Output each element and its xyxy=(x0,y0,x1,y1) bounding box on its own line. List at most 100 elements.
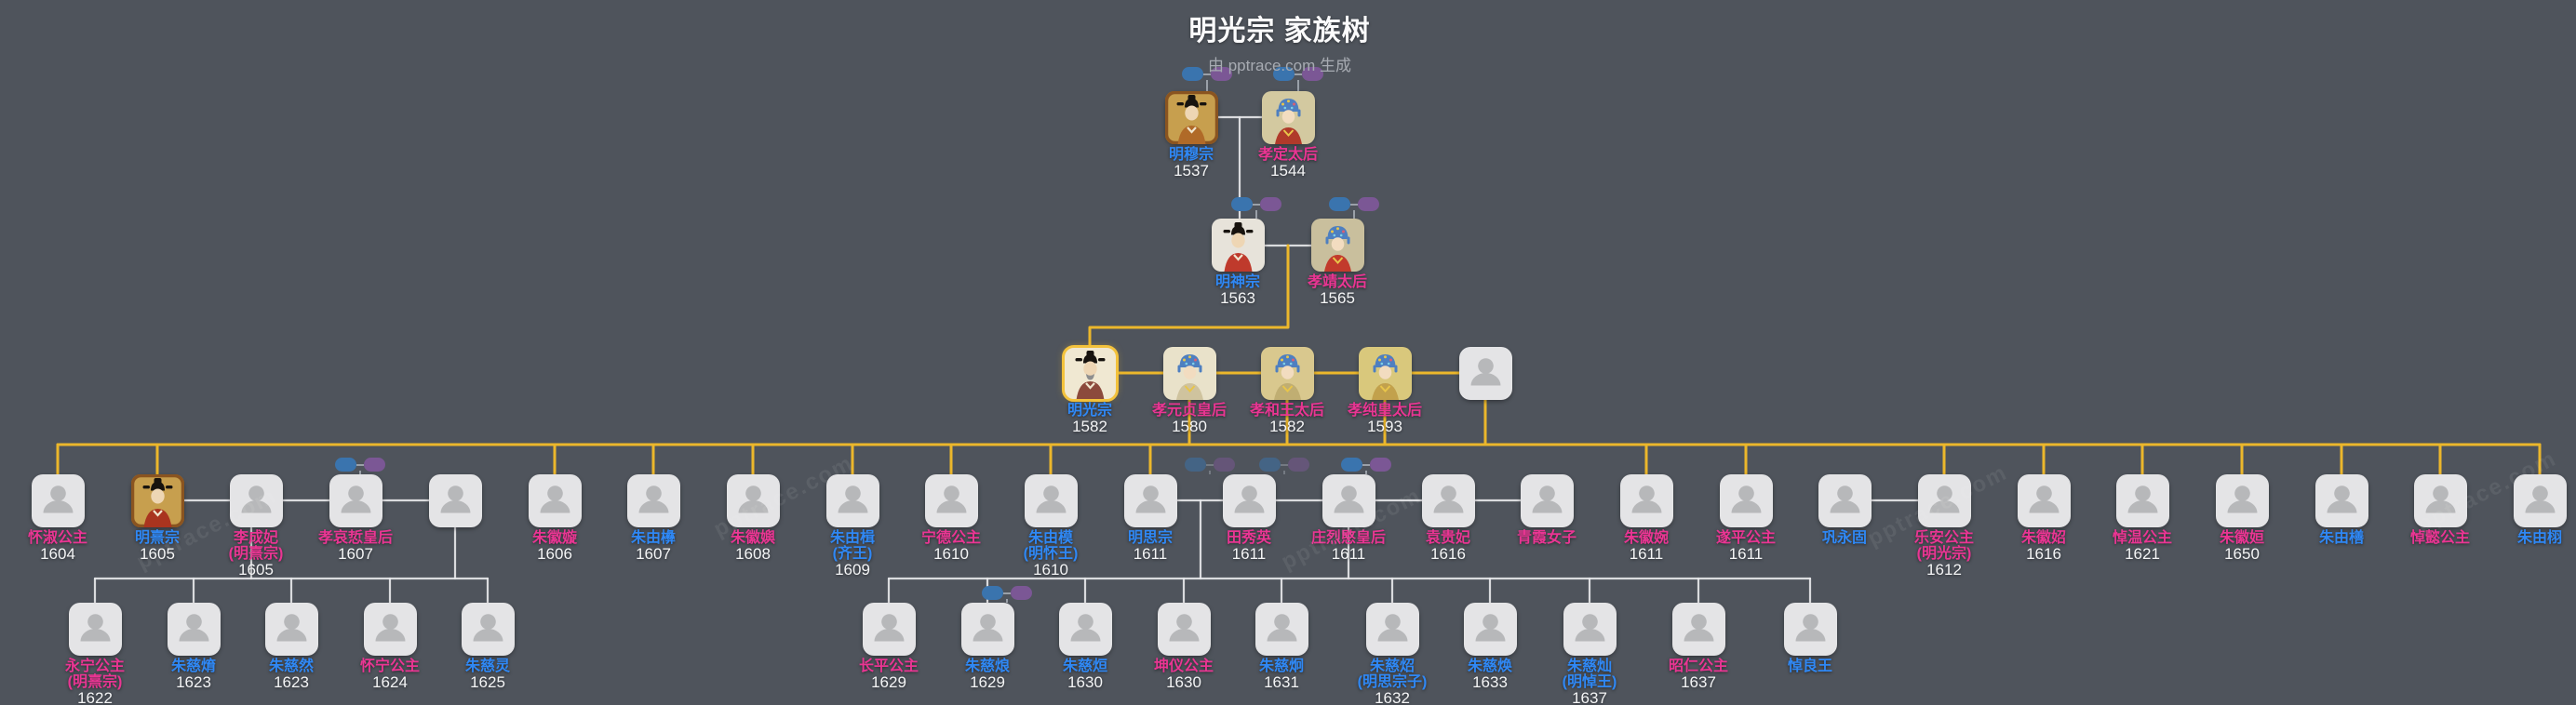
person-name: 巩永固 xyxy=(1821,530,1867,546)
placeholder-avatar xyxy=(1719,474,1773,527)
person-birth-year: 1629 xyxy=(871,673,906,691)
emperor-portrait xyxy=(1061,345,1119,402)
person-label: 青霞女子 xyxy=(1517,530,1576,546)
expand-parents-control[interactable] xyxy=(1259,458,1309,474)
person-name: 朱徽婉 xyxy=(1623,530,1669,546)
expand-parents-control[interactable] xyxy=(1273,67,1323,91)
person-alias: (明熹宗) xyxy=(67,674,123,690)
father-pill-icon[interactable] xyxy=(1341,458,1362,472)
person-card[interactable]: 永宁公主(明熹宗)1622 xyxy=(20,603,169,705)
father-pill-icon[interactable] xyxy=(1185,458,1206,472)
person-birth-year: 1606 xyxy=(537,545,572,563)
person-name: 宁德公主 xyxy=(920,530,981,546)
father-pill-icon[interactable] xyxy=(982,586,1003,600)
person-card[interactable]: 朱由模(明怀王)1610 xyxy=(976,474,1125,579)
father-pill-icon[interactable] xyxy=(335,458,356,472)
placeholder-avatar xyxy=(825,474,879,527)
father-pill-icon[interactable] xyxy=(1329,197,1350,211)
person-card[interactable]: 朱慈炤(明思宗子)1632 xyxy=(1318,603,1467,705)
person-card[interactable]: 朱由楫(齐王)1609 xyxy=(778,474,927,579)
empress-portrait xyxy=(1310,219,1364,272)
person-card[interactable]: 悼懿公主 xyxy=(2366,474,2515,546)
expand-parents-control[interactable] xyxy=(1182,67,1232,91)
mother-pill-icon[interactable] xyxy=(1011,586,1032,600)
mother-pill-icon[interactable] xyxy=(1214,458,1235,472)
mother-pill-icon[interactable] xyxy=(1288,458,1309,472)
mother-pill-icon[interactable] xyxy=(1211,67,1232,81)
mother-pill-icon[interactable] xyxy=(1370,458,1391,472)
person-card[interactable]: 朱由橏 xyxy=(2267,474,2416,546)
expand-parents-control[interactable] xyxy=(1185,458,1235,474)
person-name: 遂平公主 xyxy=(1715,530,1776,546)
person-birth-year: 1612 xyxy=(1926,561,1962,579)
person-birth-year: 1608 xyxy=(735,545,771,563)
expand-parents-control[interactable] xyxy=(335,458,385,474)
person-card[interactable]: 巩永固 xyxy=(1770,474,1919,546)
expand-parents-control[interactable] xyxy=(1329,197,1379,219)
expand-parents-control[interactable] xyxy=(1231,197,1281,219)
person-card[interactable]: 朱慈灿(明悼王)1637 xyxy=(1515,603,1664,705)
father-pill-icon[interactable] xyxy=(1273,67,1295,81)
person-card[interactable] xyxy=(381,474,530,527)
expand-parents-control[interactable] xyxy=(982,586,1032,603)
person-name: 悼良王 xyxy=(1787,658,1832,674)
person-card[interactable] xyxy=(1411,347,1560,400)
placeholder-avatar xyxy=(2017,474,2071,527)
father-pill-icon[interactable] xyxy=(1259,458,1281,472)
person-card[interactable]: 悼良王 xyxy=(1736,603,1885,674)
person-name: 朱慈灿 xyxy=(1566,658,1612,674)
person-birth-year: 1609 xyxy=(835,561,870,579)
mother-pill-icon[interactable] xyxy=(1358,197,1379,211)
mother-pill-icon[interactable] xyxy=(1302,67,1323,81)
father-pill-icon[interactable] xyxy=(1182,67,1203,81)
person-card[interactable]: 李成妃(明熹宗)1605 xyxy=(181,474,330,579)
person-card[interactable]: 朱由栩 xyxy=(2465,474,2576,546)
person-card[interactable]: 青霞女子 xyxy=(1472,474,1621,546)
mother-pill-icon[interactable] xyxy=(1260,197,1281,211)
father-pill-icon[interactable] xyxy=(1231,197,1253,211)
mother-pill-icon[interactable] xyxy=(364,458,385,472)
person-name: 昭仁公主 xyxy=(1668,658,1728,674)
person-name: 孝和王太后 xyxy=(1249,403,1324,419)
person-name: 长平公主 xyxy=(858,658,919,674)
expand-parents-control[interactable] xyxy=(1341,458,1391,474)
person-card[interactable]: 乐安公主(明光宗)1612 xyxy=(1870,474,2019,579)
